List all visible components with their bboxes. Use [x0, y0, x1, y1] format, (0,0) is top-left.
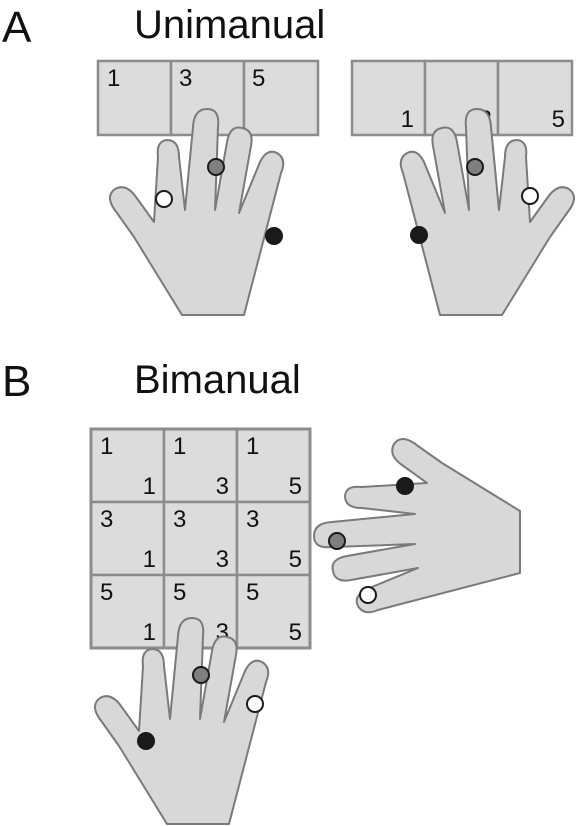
grid-cell — [89, 427, 166, 504]
finger-marker-black — [265, 227, 283, 245]
key-cell — [496, 59, 574, 137]
panel-letter-b: B — [2, 357, 31, 406]
finger-marker-gray — [207, 158, 225, 176]
finger-marker-gray — [192, 666, 210, 684]
grid-cell-bottom-label: 3 — [216, 546, 229, 573]
grid-cell-bottom-label: 1 — [143, 473, 156, 500]
grid-cell-bottom-label: 5 — [289, 546, 302, 573]
key-label: 1 — [107, 65, 120, 92]
left-hand-icon — [108, 108, 285, 316]
grid-cell-bottom-label: 1 — [143, 546, 156, 573]
key-label: 5 — [552, 106, 565, 133]
grid-cell-bottom-label: 3 — [216, 473, 229, 500]
grid-cell-top-label: 5 — [246, 579, 259, 606]
grid-cell — [162, 500, 239, 577]
panel-title-bimanual: Bimanual — [134, 358, 301, 402]
grid-cell-top-label: 1 — [173, 433, 186, 460]
panel-title-unimanual: Unimanual — [134, 3, 325, 47]
grid-cell-top-label: 3 — [246, 506, 259, 533]
key-cell — [242, 59, 320, 137]
finger-marker-black — [396, 477, 414, 495]
finger-marker-black — [137, 732, 155, 750]
grid-cell-top-label: 1 — [246, 433, 259, 460]
grid-cell-top-label: 3 — [173, 506, 186, 533]
grid-cell-bottom-label: 1 — [143, 619, 156, 646]
grid-cell-top-label: 3 — [100, 506, 113, 533]
grid-cell-top-label: 1 — [100, 433, 113, 460]
unimanual-left-key-row: 1 3 5 — [96, 59, 320, 137]
left-hand-bottom-icon — [93, 617, 270, 825]
grid-cell-bottom-label: 5 — [289, 473, 302, 500]
panel-letter-a: A — [2, 3, 32, 52]
finger-marker-white — [155, 190, 173, 208]
finger-marker-black — [410, 226, 428, 244]
unimanual-right-key-row: 1 3 5 — [350, 59, 574, 137]
panel-a: A Unimanual 1 3 5 1 3 5 — [2, 3, 576, 316]
grid-cell-top-label: 5 — [173, 579, 186, 606]
key-label: 1 — [401, 106, 414, 133]
grid-cell-top-label: 5 — [100, 579, 113, 606]
key-cell — [96, 59, 173, 137]
finger-marker-white — [521, 187, 539, 205]
finger-marker-gray — [328, 532, 346, 550]
key-label: 3 — [179, 65, 192, 92]
key-cell — [350, 59, 427, 137]
grid-cell-bottom-label: 5 — [289, 619, 302, 646]
finger-marker-gray — [466, 158, 484, 176]
right-hand-icon — [399, 108, 576, 316]
finger-marker-white — [359, 586, 377, 604]
key-label: 5 — [252, 65, 265, 92]
right-hand-rotated-icon — [313, 437, 521, 614]
finger-marker-white — [246, 695, 264, 713]
